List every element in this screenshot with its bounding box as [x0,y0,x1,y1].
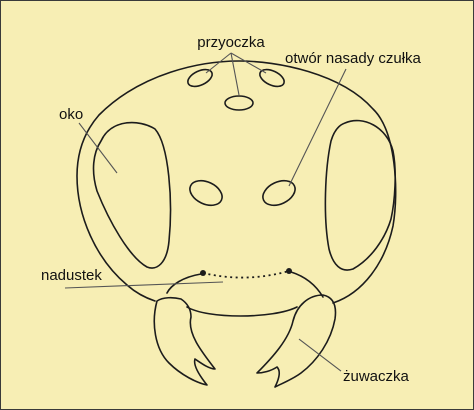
antenna-socket-right [259,176,299,210]
leader-ocellus-right [231,53,266,73]
head-capsule-outline [77,61,396,303]
labrum [187,307,297,316]
antenna-socket-left [186,176,226,210]
label-ocelli: przyoczka [197,34,265,51]
clypeus-outline [167,272,323,297]
left-eye [94,123,171,268]
label-mandible: żuwaczka [343,368,410,385]
leader-mandible [299,339,341,371]
leader-ocellus-median [231,53,239,95]
ocellus-right [257,66,286,90]
label-antenna-socket: otwór nasady czułka [285,50,422,67]
ocellus-median [225,96,253,110]
tentorial-pit-left [200,270,206,276]
left-mandible [154,298,215,385]
right-mandible [257,295,336,387]
right-eye [325,121,395,270]
label-clypeus: nadustek [41,267,102,284]
leader-eye [79,123,117,173]
tentorial-pit-right [286,268,292,274]
clypeus-dotted-line [203,271,289,278]
label-eye: oko [59,106,83,123]
